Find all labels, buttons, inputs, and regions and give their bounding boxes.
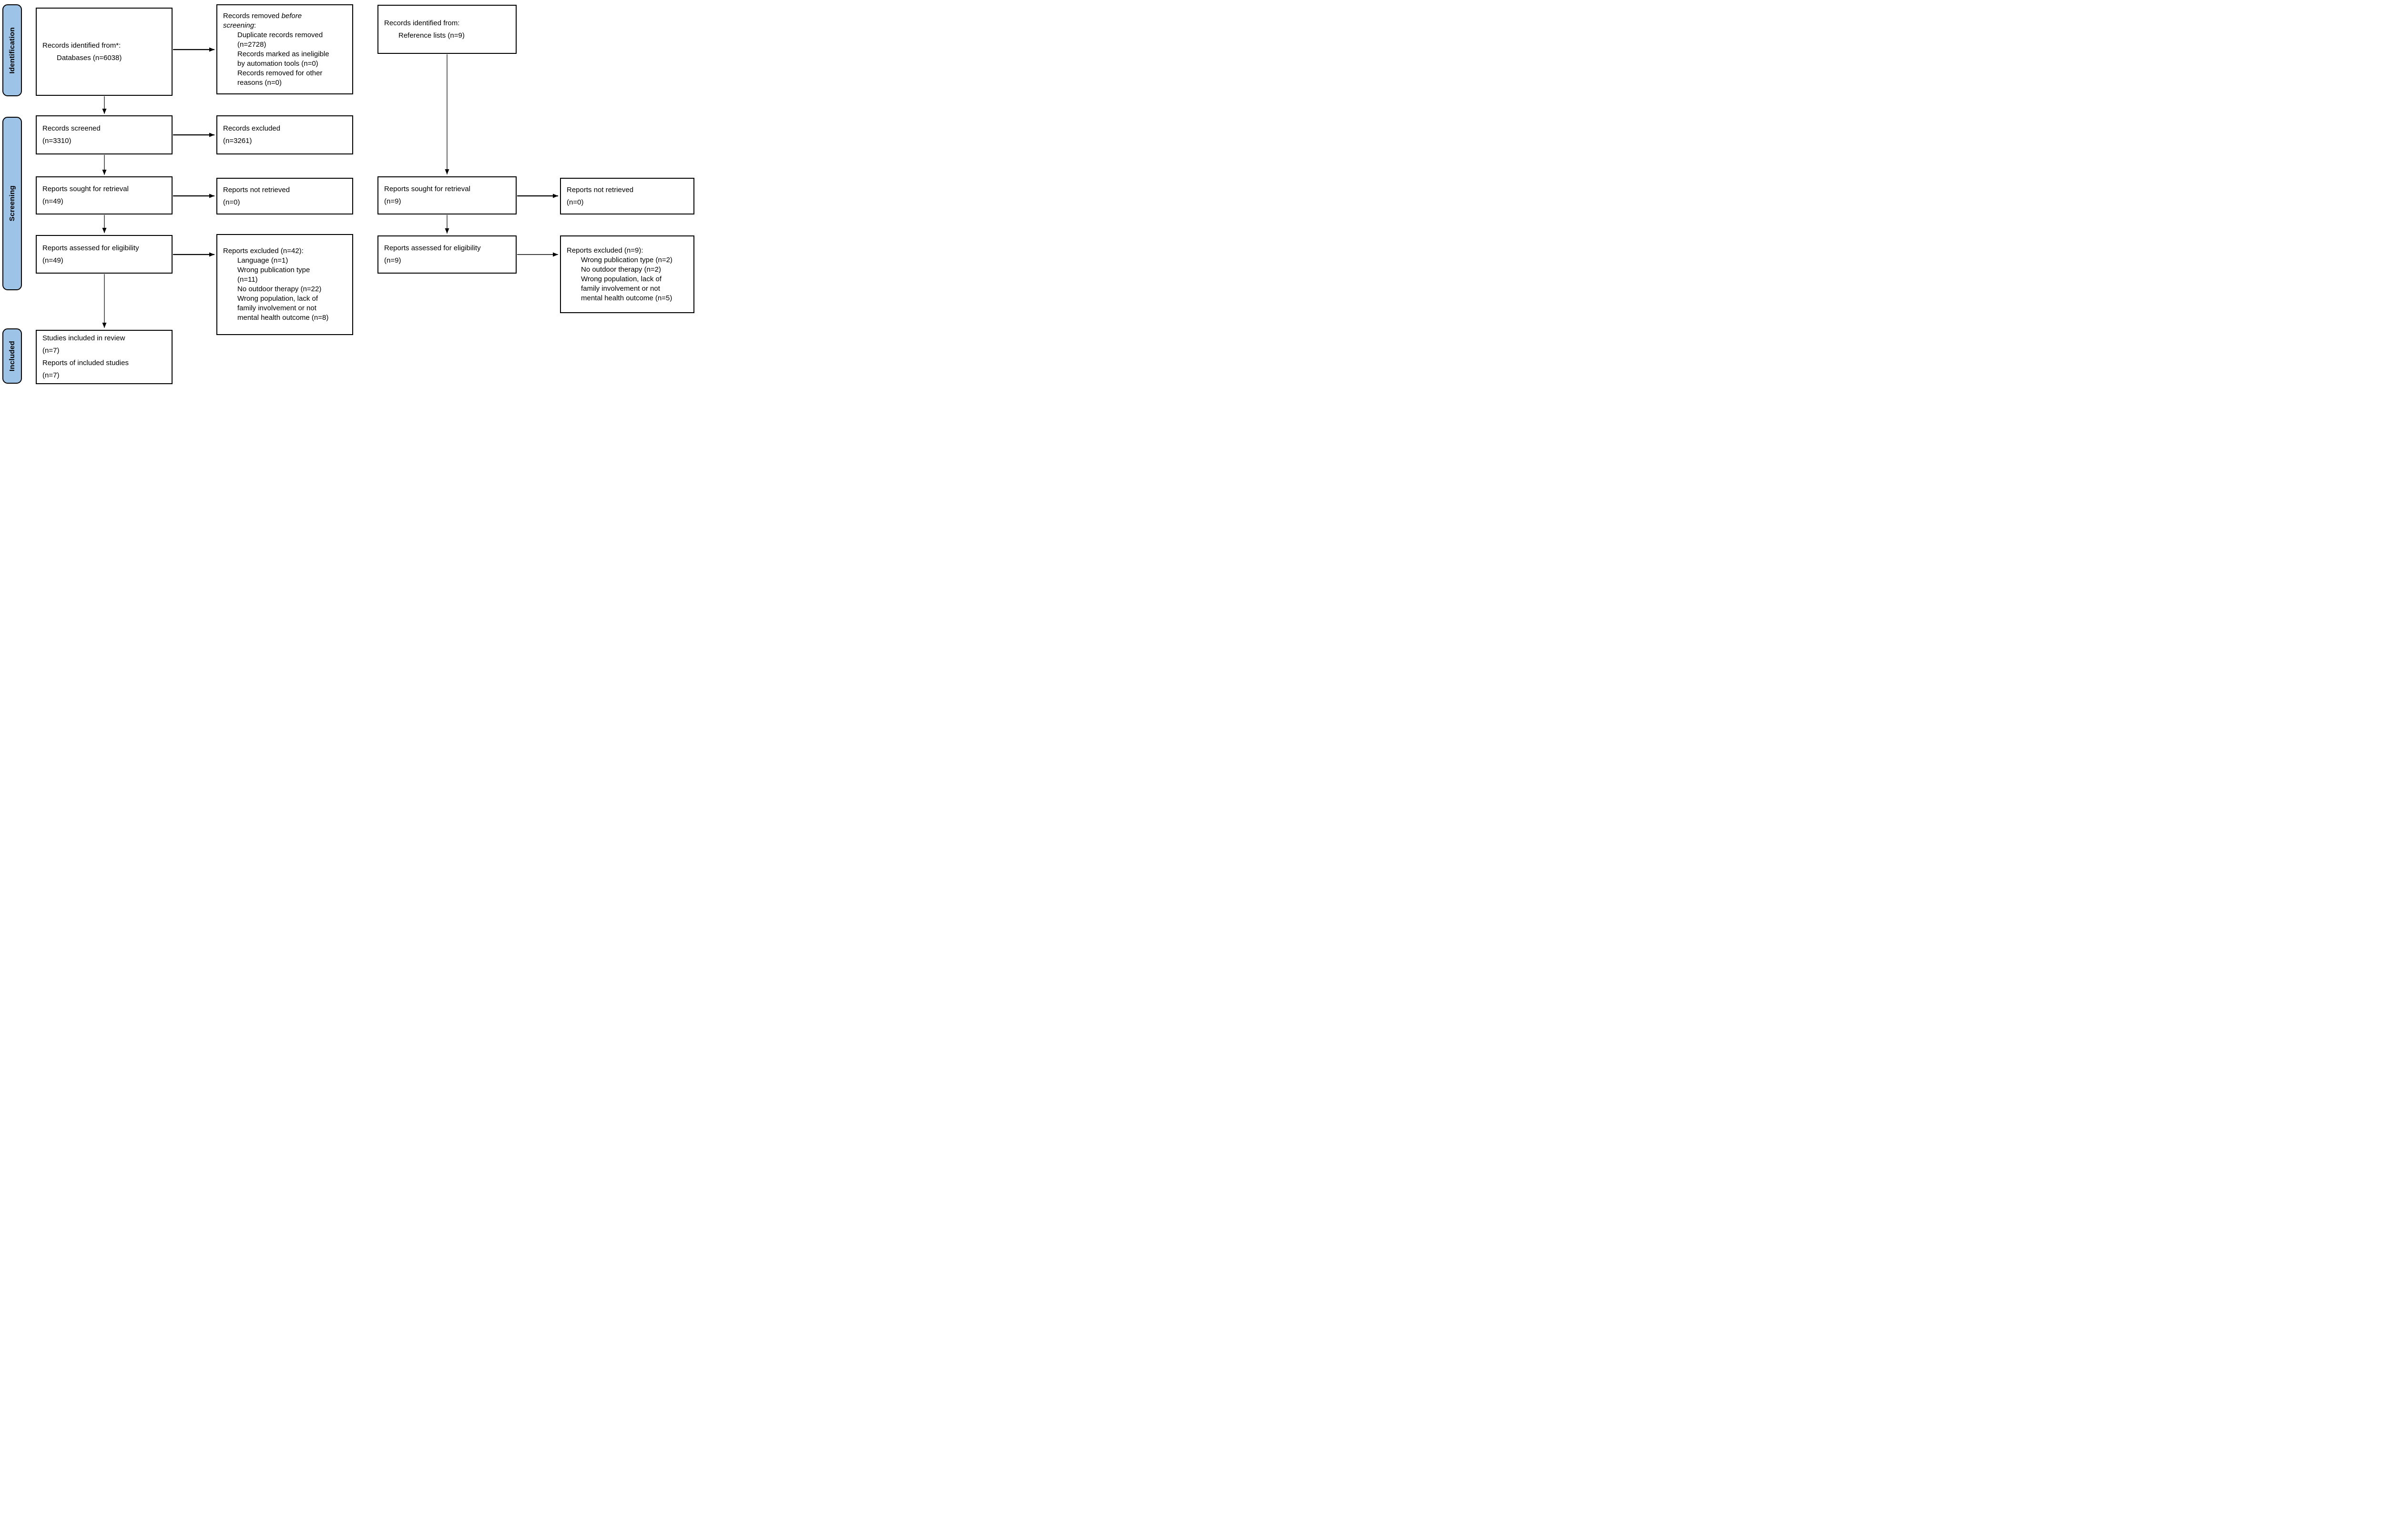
box-content: Records identified from*: Databases (n=60… xyxy=(42,40,168,64)
box-studies-included: Studies included in review (n=7) Reports o… xyxy=(36,330,173,384)
box-text-line: (n=11) xyxy=(237,275,258,284)
box-content: Records identified from: Reference lists … xyxy=(384,17,512,42)
box-text-line: Records identified from: xyxy=(384,19,460,27)
box-text-line: Records excluded xyxy=(223,124,281,133)
box-reports-sought-databases: Reports sought for retrieval (n=49) xyxy=(36,176,173,214)
box-text-line: reasons (n=0) xyxy=(237,78,282,87)
box-text-line: Reports excluded (n=9): xyxy=(567,246,643,255)
box-text-line: (n=0) xyxy=(223,198,240,206)
box-content: Studies included in review (n=7) Reports o… xyxy=(42,332,168,382)
box-text-line: Records removed before xyxy=(223,11,302,20)
box-content: Reports excluded (n=42):Language (n=1)Wr… xyxy=(223,246,348,323)
box-text-line: Wrong publication type (n=2) xyxy=(581,255,672,264)
box-text-line: (n=2728) xyxy=(237,40,266,49)
box-text-line: (n=9) xyxy=(384,256,401,265)
box-text-line: family involvement or not xyxy=(237,304,316,312)
stage-bar-identification: Identification xyxy=(2,4,22,96)
box-records-excluded: Records excluded (n=3261) xyxy=(216,115,353,154)
box-text-line: (n=49) xyxy=(42,256,63,265)
box-text-line: Records marked as ineligible xyxy=(237,50,329,58)
box-text-line: Databases (n=6038) xyxy=(57,53,122,62)
box-text-line: (n=0) xyxy=(567,198,584,206)
stage-bar-screening: Screening xyxy=(2,117,22,290)
box-text-line: Records identified from*: xyxy=(42,41,121,50)
box-text-line: (n=3310) xyxy=(42,137,71,145)
box-reports-not-retrieved-references: Reports not retrieved (n=0) xyxy=(560,178,694,214)
box-text-line: (n=7) xyxy=(42,347,60,355)
box-reports-assessed-references: Reports assessed for eligibility (n=9) xyxy=(377,235,517,274)
box-text-line: (n=3261) xyxy=(223,137,252,145)
box-text-line: Language (n=1) xyxy=(237,256,288,265)
box-text-line: Reports excluded (n=42): xyxy=(223,247,304,255)
box-text-line: by automation tools (n=0) xyxy=(237,59,318,68)
box-content: Reports not retrieved (n=0) xyxy=(567,184,690,209)
box-text-line: family involvement or not xyxy=(581,284,660,293)
box-content: Reports assessed for eligibility (n=9) xyxy=(384,242,512,267)
box-text-line: mental health outcome (n=8) xyxy=(237,314,329,322)
box-text-line: Reports assessed for eligibility xyxy=(42,244,139,252)
box-text-line: mental health outcome (n=5) xyxy=(581,294,672,302)
box-content: Records screened (n=3310) xyxy=(42,122,168,147)
box-text-line: (n=9) xyxy=(384,197,401,205)
box-text-line: Reports not retrieved xyxy=(567,185,634,194)
box-content: Records excluded (n=3261) xyxy=(223,122,348,147)
box-text-line: No outdoor therapy (n=2) xyxy=(581,265,662,274)
box-text-line: Reports sought for retrieval xyxy=(42,185,129,193)
box-text-line: Reports assessed for eligibility xyxy=(384,244,481,252)
stage-label-screening: Screening xyxy=(8,185,16,222)
box-reports-not-retrieved-databases: Reports not retrieved (n=0) xyxy=(216,178,353,214)
box-reports-excluded-databases: Reports excluded (n=42):Language (n=1)Wr… xyxy=(216,234,353,335)
box-content: Reports sought for retrieval (n=49) xyxy=(42,183,168,208)
box-text-line: Duplicate records removed xyxy=(237,31,323,39)
box-text-line: Reports sought for retrieval xyxy=(384,185,470,193)
box-content: Reports assessed for eligibility (n=49) xyxy=(42,242,168,267)
box-text-line: No outdoor therapy (n=22) xyxy=(237,285,322,293)
box-text-line: Records screened xyxy=(42,124,101,133)
stage-bar-included: Included xyxy=(2,328,22,384)
box-text-line: Reference lists (n=9) xyxy=(398,31,465,40)
stage-label-included: Included xyxy=(8,340,16,372)
box-text-line: Wrong publication type xyxy=(237,266,310,274)
box-content: Reports excluded (n=9):Wrong publication… xyxy=(567,246,690,303)
box-text-line: Reports of included studies xyxy=(42,359,129,367)
box-reports-excluded-references: Reports excluded (n=9):Wrong publication… xyxy=(560,235,694,313)
box-content: Reports sought for retrieval (n=9) xyxy=(384,183,512,208)
box-text-line: Studies included in review xyxy=(42,334,125,342)
box-records-identified-databases: Records identified from*: Databases (n=60… xyxy=(36,8,173,96)
prisma-flow-diagram: Identification Screening Included Record… xyxy=(0,0,698,385)
box-reports-sought-references: Reports sought for retrieval (n=9) xyxy=(377,176,517,214)
box-records-identified-references: Records identified from: Reference lists … xyxy=(377,5,517,54)
box-text-line: Wrong population, lack of xyxy=(581,275,662,283)
stage-label-identification: Identification xyxy=(8,27,16,74)
box-text-line: screening: xyxy=(223,21,256,30)
box-content: Reports not retrieved (n=0) xyxy=(223,184,348,209)
box-records-screened: Records screened (n=3310) xyxy=(36,115,173,154)
box-text-line: (n=49) xyxy=(42,197,63,205)
box-text-line: (n=7) xyxy=(42,371,60,379)
box-text-line: Wrong population, lack of xyxy=(237,295,318,303)
box-text-line: Reports not retrieved xyxy=(223,185,290,194)
box-reports-assessed-databases: Reports assessed for eligibility (n=49) xyxy=(36,235,173,274)
box-text-line: Records removed for other xyxy=(237,69,323,77)
